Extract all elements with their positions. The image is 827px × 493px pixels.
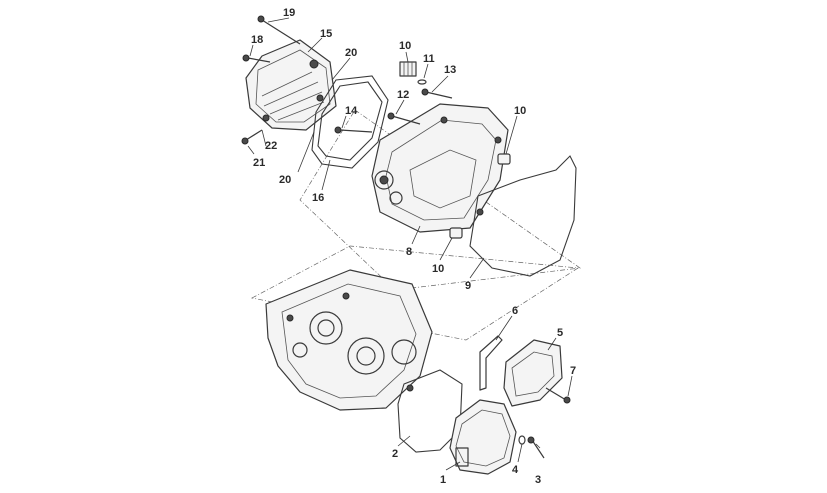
dowel-pin-lower [449, 227, 463, 239]
callout-2: 2 [392, 448, 398, 460]
callout-20-upper: 20 [345, 47, 357, 59]
outer-cover-gasket [311, 75, 389, 169]
leader-lines [247, 17, 573, 471]
callout-21: 21 [253, 157, 265, 169]
callout-7: 7 [570, 365, 576, 377]
callout-14: 13 [444, 64, 456, 76]
outer-cover-part [245, 39, 337, 131]
lower-assembly-frame [250, 245, 580, 341]
bolt-14 [421, 88, 453, 99]
generator-cover-gasket [397, 369, 463, 453]
clutch-cover-gasket [469, 155, 577, 277]
o-ring-12 [417, 79, 427, 85]
callout-22: 22 [265, 140, 277, 152]
callout-4: 4 [512, 464, 519, 476]
bracket-6 [479, 335, 503, 391]
callout-20-lower: 20 [279, 174, 291, 186]
bolt-7 [545, 387, 571, 404]
bolt-15 [334, 126, 373, 134]
callout-18: 18 [251, 34, 263, 46]
callout-10-upper: 10 [514, 105, 526, 117]
callout-8: 8 [406, 246, 412, 258]
clutch-cover-part [371, 103, 509, 233]
callout-3: 3 [535, 474, 541, 486]
bolt-18 [242, 54, 271, 63]
callout-12: 11 [423, 53, 435, 65]
callout-1: 1 [440, 474, 446, 486]
oil-filler-cap [399, 61, 417, 77]
bolt-13 [387, 112, 421, 125]
callout-10-lower: 10 [432, 263, 444, 275]
generator-cover-part [449, 399, 517, 475]
inner-gasket-17 [317, 81, 383, 161]
sprocket-cover-part [503, 339, 563, 407]
callout-6: 6 [512, 305, 518, 317]
crankcase-part [265, 269, 433, 411]
dowel-pin-upper [497, 153, 511, 165]
bolt-19 [257, 15, 301, 45]
callout-13: 12 [397, 89, 409, 101]
washer-4 [518, 435, 526, 445]
bolt-3 [527, 436, 545, 459]
callout-11: 10 [399, 40, 411, 52]
callout-5: 5 [557, 327, 563, 339]
callout-9: 9 [465, 280, 471, 292]
callout-17: 16 [312, 192, 324, 204]
callout-15: 14 [345, 105, 358, 117]
bolt-21 [241, 129, 263, 145]
callout-16: 15 [320, 28, 332, 40]
callout-19: 19 [283, 7, 295, 19]
